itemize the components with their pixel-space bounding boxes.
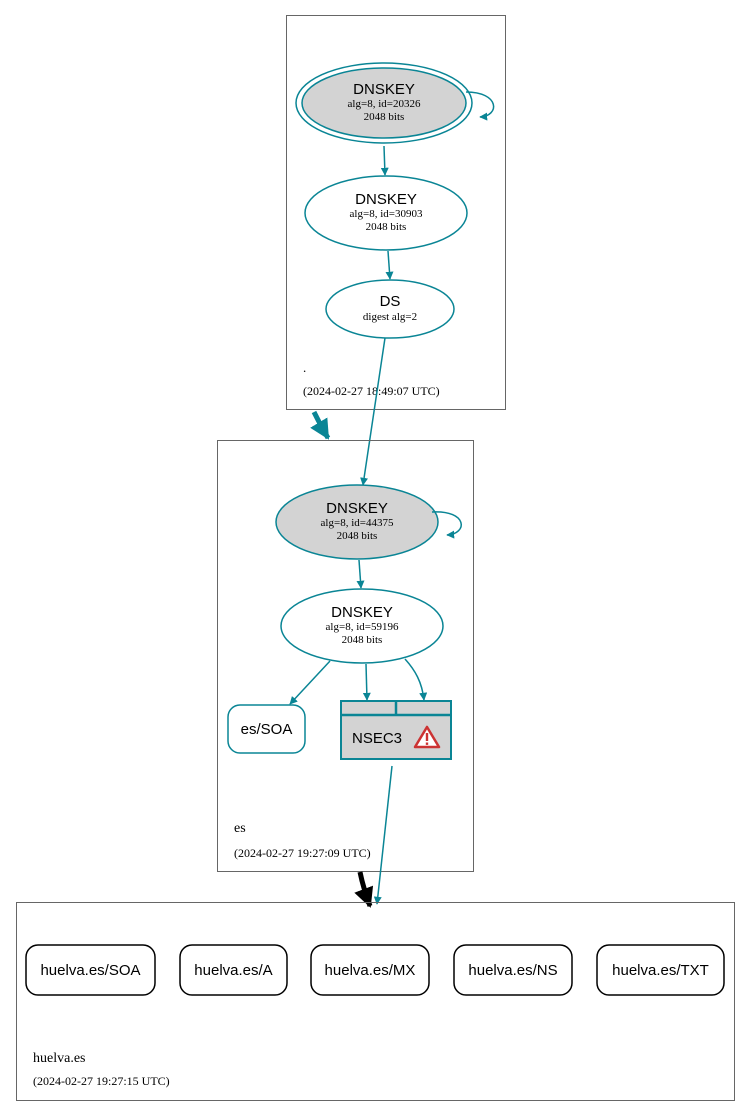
edge-es-zsk-to-nsec3-a xyxy=(362,663,371,701)
es-zsk-type: DNSKEY xyxy=(331,604,393,621)
root-ds-ellipse xyxy=(325,279,455,339)
edge-es-zsk-to-soa xyxy=(289,660,331,705)
root-ksk-node[interactable]: DNSKEY alg=8, id=20326 2048 bits xyxy=(295,62,473,144)
es-ksk-bits: 2048 bits xyxy=(337,530,378,542)
warning-icon xyxy=(413,725,441,749)
root-ksk-outer-ring xyxy=(295,62,473,144)
edge-root-ds-to-es-ksk xyxy=(360,337,386,486)
zone-es-timestamp: (2024-02-27 19:27:09 UTC) xyxy=(234,846,371,860)
es-ksk-detail: alg=8, id=44375 xyxy=(321,517,394,529)
es-ksk-self-edge xyxy=(431,511,462,539)
record-label: huelva.es/TXT xyxy=(612,962,709,979)
record-box xyxy=(25,944,156,996)
edge-es-ksk-to-zsk xyxy=(356,559,365,589)
es-ksk-type: DNSKEY xyxy=(326,500,388,517)
record-box xyxy=(596,944,725,996)
es-zsk-bits: 2048 bits xyxy=(342,634,383,646)
es-nsec3-node[interactable]: NSEC3 xyxy=(340,700,452,760)
root-ksk-self-edge xyxy=(465,91,495,121)
es-soa-label: es/SOA xyxy=(241,721,293,738)
record-huelva-mx[interactable]: huelva.es/MX xyxy=(310,944,430,996)
root-ds-type: DS xyxy=(380,293,401,310)
zone-huelva-border xyxy=(16,902,735,1101)
root-zsk-type: DNSKEY xyxy=(355,191,417,208)
record-label: huelva.es/A xyxy=(194,962,272,979)
root-ksk-type: DNSKEY xyxy=(353,81,415,98)
record-huelva-ns[interactable]: huelva.es/NS xyxy=(453,944,573,996)
record-huelva-a[interactable]: huelva.es/A xyxy=(179,944,288,996)
zone-huelva: huelva.es (2024-02-27 19:27:15 UTC) xyxy=(16,902,735,1101)
zone-huelva-name: huelva.es xyxy=(33,1051,85,1066)
zone-huelva-timestamp: (2024-02-27 19:27:15 UTC) xyxy=(33,1074,170,1088)
edge-nsec3-to-huelva xyxy=(373,765,393,905)
edge-root-zsk-to-ds xyxy=(385,250,394,280)
zone-root-timestamp: (2024-02-27 18:49:07 UTC) xyxy=(303,384,440,398)
delegation-es-to-huelva xyxy=(354,871,374,908)
edge-root-ksk-to-zsk xyxy=(380,145,389,176)
zone-es-border xyxy=(217,440,474,872)
zone-es-name: es xyxy=(234,821,246,836)
es-soa-box xyxy=(227,704,306,754)
zone-es: es (2024-02-27 19:27:09 UTC) xyxy=(217,440,474,872)
record-label: huelva.es/NS xyxy=(468,962,557,979)
root-ds-node[interactable]: DS digest alg=2 xyxy=(325,279,455,339)
record-label: huelva.es/MX xyxy=(325,962,416,979)
root-ksk-detail: alg=8, id=20326 xyxy=(348,98,421,110)
nsec3-label: NSEC3 xyxy=(352,730,402,747)
es-ksk-ellipse xyxy=(275,484,439,560)
zone-root-border xyxy=(286,15,506,410)
root-ksk-bits: 2048 bits xyxy=(364,111,405,123)
record-label: huelva.es/SOA xyxy=(40,962,140,979)
es-zsk-detail: alg=8, id=59196 xyxy=(326,621,399,633)
zone-root: . (2024-02-27 18:49:07 UTC) xyxy=(286,15,506,410)
root-zsk-ellipse xyxy=(304,175,468,251)
root-ds-detail: digest alg=2 xyxy=(363,311,417,323)
es-zsk-node[interactable]: DNSKEY alg=8, id=59196 2048 bits xyxy=(280,588,444,664)
record-huelva-txt[interactable]: huelva.es/TXT xyxy=(596,944,725,996)
root-ksk-ellipse xyxy=(301,67,467,139)
root-zsk-bits: 2048 bits xyxy=(366,221,407,233)
edge-es-zsk-to-nsec3-b xyxy=(404,658,428,701)
record-huelva-soa[interactable]: huelva.es/SOA xyxy=(25,944,156,996)
record-box xyxy=(310,944,430,996)
es-zsk-ellipse xyxy=(280,588,444,664)
es-ksk-node[interactable]: DNSKEY alg=8, id=44375 2048 bits xyxy=(275,484,439,560)
delegation-root-to-es xyxy=(310,410,331,440)
record-box xyxy=(179,944,288,996)
root-zsk-detail: alg=8, id=30903 xyxy=(350,208,423,220)
record-box xyxy=(453,944,573,996)
es-soa-node[interactable]: es/SOA xyxy=(227,704,306,754)
root-zsk-node[interactable]: DNSKEY alg=8, id=30903 2048 bits xyxy=(304,175,468,251)
zone-root-name: . xyxy=(303,360,306,375)
